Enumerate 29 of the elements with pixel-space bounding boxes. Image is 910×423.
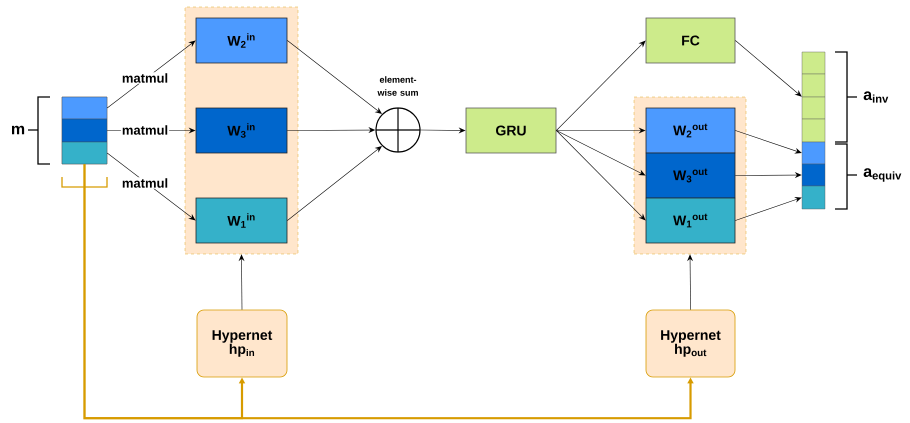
vector-cell [802,142,826,164]
weight-box: W$_{3}$in [196,108,288,154]
edge-label: matmul [120,124,170,136]
edge-label: matmul [120,177,170,189]
weight-box: W$_{2}$out [646,108,736,154]
vector-cell [802,164,826,186]
hypernet-box: Hypernet hp$_{in}$ [196,310,288,378]
vector-cell [802,118,826,142]
side-label: a$_{equiv}$ [864,168,902,182]
vector-cell [62,96,108,120]
gru-box: GRU [466,108,556,154]
weight-box: W$_{2}$in [196,18,288,64]
vector-cell [802,74,826,98]
vector-cell [802,96,826,120]
vector-cell [802,186,826,210]
edge-label: matmul [120,72,170,84]
weight-box: W$_{3}$out [646,152,736,198]
vector-cell [802,52,826,74]
weight-box: W$_{1}$out [646,198,736,244]
side-label: m [12,126,24,134]
vector-cell [62,142,108,164]
node-caption: element-wise sum [377,76,418,96]
fc-box: FC [646,18,736,64]
hypernet-box: Hypernet hp$_{out}$ [646,310,736,378]
vector-cell [62,118,108,142]
weight-box: W$_{1}$in [196,198,288,244]
arrow [735,40,802,97]
sum-circle [375,107,421,153]
side-label: a$_{inv}$ [864,91,888,103]
